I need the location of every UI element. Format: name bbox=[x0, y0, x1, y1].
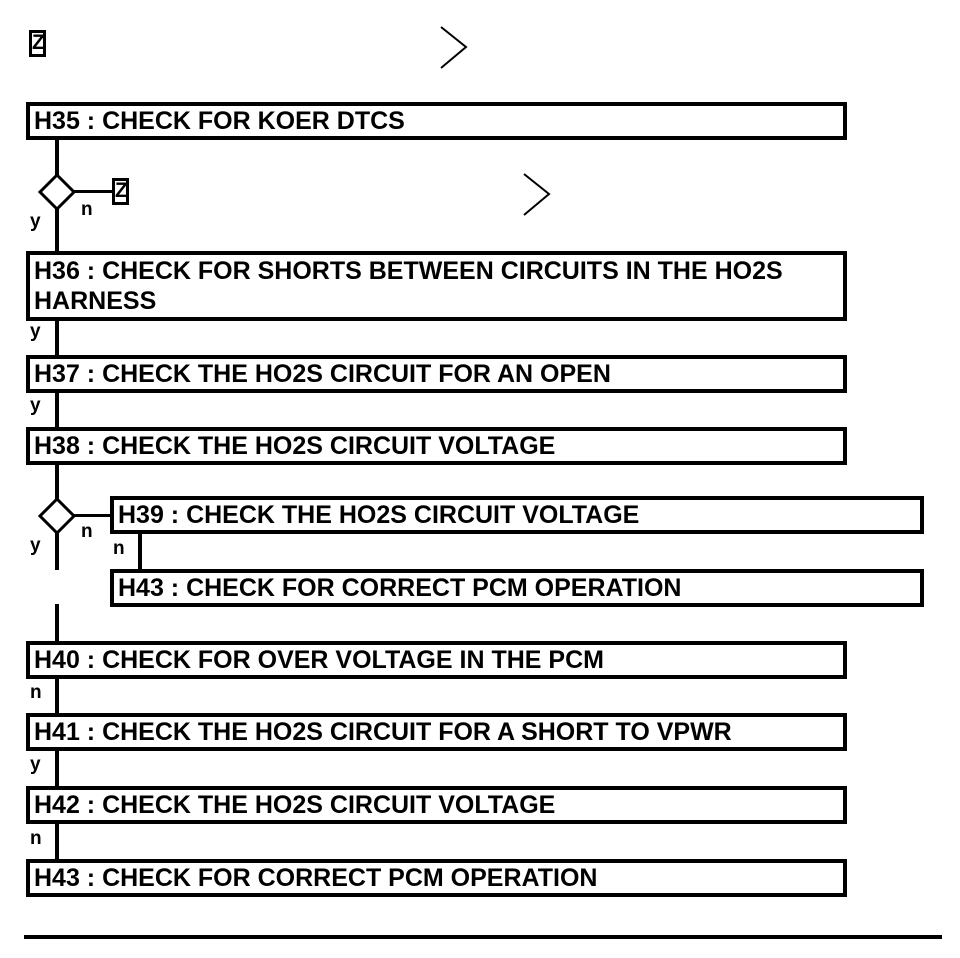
connector-line bbox=[55, 604, 59, 641]
step-h39: H39 : CHECK THE HO2S CIRCUIT VOLTAGE bbox=[110, 496, 924, 534]
connector-line bbox=[55, 393, 59, 427]
offpage-connector-z-branch: Z bbox=[112, 178, 129, 205]
yes-label: y bbox=[30, 754, 41, 775]
step-h42: H42 : CHECK THE HO2S CIRCUIT VOLTAGE bbox=[26, 786, 847, 824]
connector-line bbox=[55, 751, 59, 786]
step-h40: H40 : CHECK FOR OVER VOLTAGE IN THE PCM bbox=[26, 641, 847, 679]
step-h35: H35 : CHECK FOR KOER DTCS bbox=[26, 102, 847, 140]
no-label: n bbox=[81, 521, 93, 542]
connector-line bbox=[55, 679, 59, 713]
step-h43-branch: H43 : CHECK FOR CORRECT PCM OPERATION bbox=[110, 569, 924, 607]
connector-line bbox=[74, 190, 112, 193]
connector-line bbox=[55, 533, 59, 570]
offpage-connector-z-top: Z bbox=[29, 30, 46, 57]
chevron-right-icon bbox=[440, 26, 468, 69]
step-h36: H36 : CHECK FOR SHORTS BETWEEN CIRCUITS … bbox=[26, 251, 847, 321]
bottom-divider bbox=[24, 935, 942, 939]
yes-label: y bbox=[30, 395, 41, 416]
no-label: n bbox=[113, 538, 125, 559]
no-label: n bbox=[30, 828, 42, 849]
yes-label: y bbox=[30, 535, 41, 556]
connector-line bbox=[138, 534, 142, 570]
connector-line bbox=[55, 321, 59, 355]
connector-line bbox=[55, 824, 59, 859]
step-h37: H37 : CHECK THE HO2S CIRCUIT FOR AN OPEN bbox=[26, 355, 847, 393]
chevron-right-icon bbox=[523, 173, 551, 216]
decision-diamond-h35 bbox=[37, 172, 77, 212]
step-h41: H41 : CHECK THE HO2S CIRCUIT FOR A SHORT… bbox=[26, 713, 847, 751]
decision-diamond-h38 bbox=[37, 496, 77, 536]
connector-line bbox=[55, 209, 59, 251]
connector-line bbox=[55, 140, 59, 175]
yes-label: y bbox=[30, 211, 41, 232]
yes-label: y bbox=[30, 321, 41, 342]
connector-line bbox=[74, 514, 110, 517]
no-label: n bbox=[81, 199, 93, 220]
connector-line bbox=[55, 465, 59, 499]
no-label: n bbox=[30, 682, 42, 703]
step-h43: H43 : CHECK FOR CORRECT PCM OPERATION bbox=[26, 859, 847, 897]
step-h38: H38 : CHECK THE HO2S CIRCUIT VOLTAGE bbox=[26, 427, 847, 465]
